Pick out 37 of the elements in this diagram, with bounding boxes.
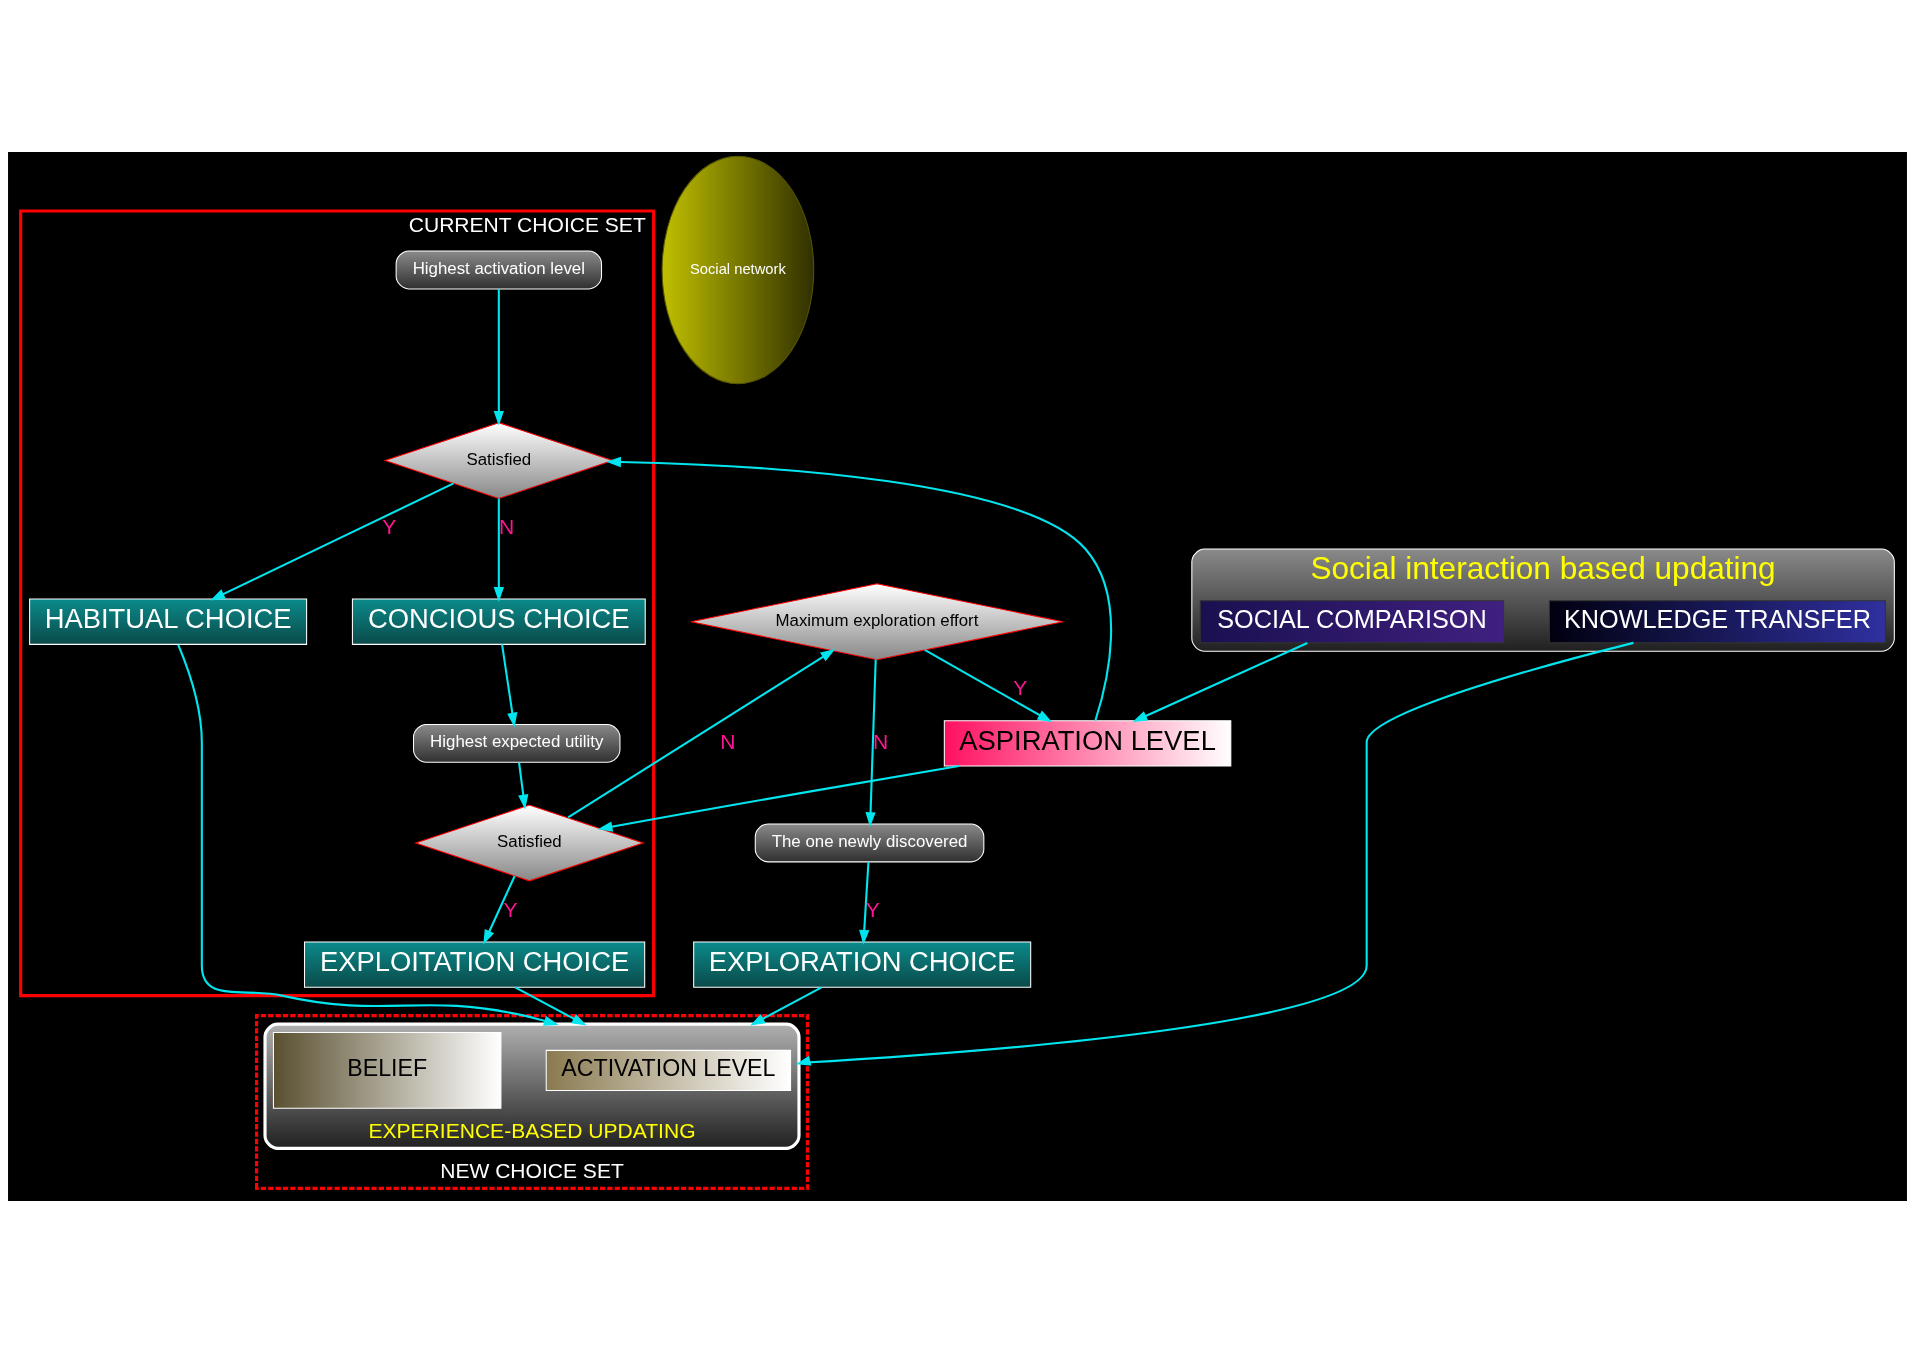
edge-label: Y (865, 897, 880, 921)
arrow (795, 641, 1634, 1066)
edge-label: Y (382, 515, 397, 539)
edge-label: N (720, 729, 736, 753)
edge-label: N (499, 515, 515, 539)
arrow (518, 762, 529, 810)
node-box: ASPIRATION LEVEL (943, 720, 1232, 767)
arrow (177, 644, 559, 1026)
node-ellipse: Social network (661, 155, 815, 385)
arrow (483, 875, 516, 945)
arrow (210, 482, 454, 601)
arrow (514, 986, 587, 1026)
arrow (493, 289, 504, 426)
node-box: EXPLORATION CHOICE (693, 941, 1032, 988)
edge-label: N (873, 729, 889, 753)
arrow (859, 862, 870, 945)
arrow (567, 649, 836, 819)
arrow (924, 649, 1053, 723)
arrow (865, 659, 877, 827)
node-box: SOCIAL COMPARISON (1199, 600, 1505, 644)
node-box: KNOWLEDGE TRANSFER (1548, 600, 1886, 644)
node-box: BELIEF (272, 1031, 502, 1109)
arrow (501, 644, 518, 728)
node-box: Highest expected utility (413, 723, 621, 763)
arrow (597, 765, 960, 832)
node-box: HABITUAL CHOICE (29, 598, 308, 645)
edge-label: Y (503, 897, 518, 921)
node-diamond: Satisfied (413, 804, 645, 882)
node-box: CONCIOUS CHOICE (351, 598, 646, 645)
arrow (606, 456, 1112, 721)
node-box: The one newly discovered (754, 823, 985, 863)
edge-label: Y (1013, 676, 1028, 700)
node-box: EXPLOITATION CHOICE (304, 941, 646, 988)
arrow (493, 498, 504, 602)
node-box: Highest activation level (395, 250, 603, 290)
node-box: ACTIVATION LEVEL (545, 1049, 792, 1091)
arrow (1132, 641, 1308, 722)
